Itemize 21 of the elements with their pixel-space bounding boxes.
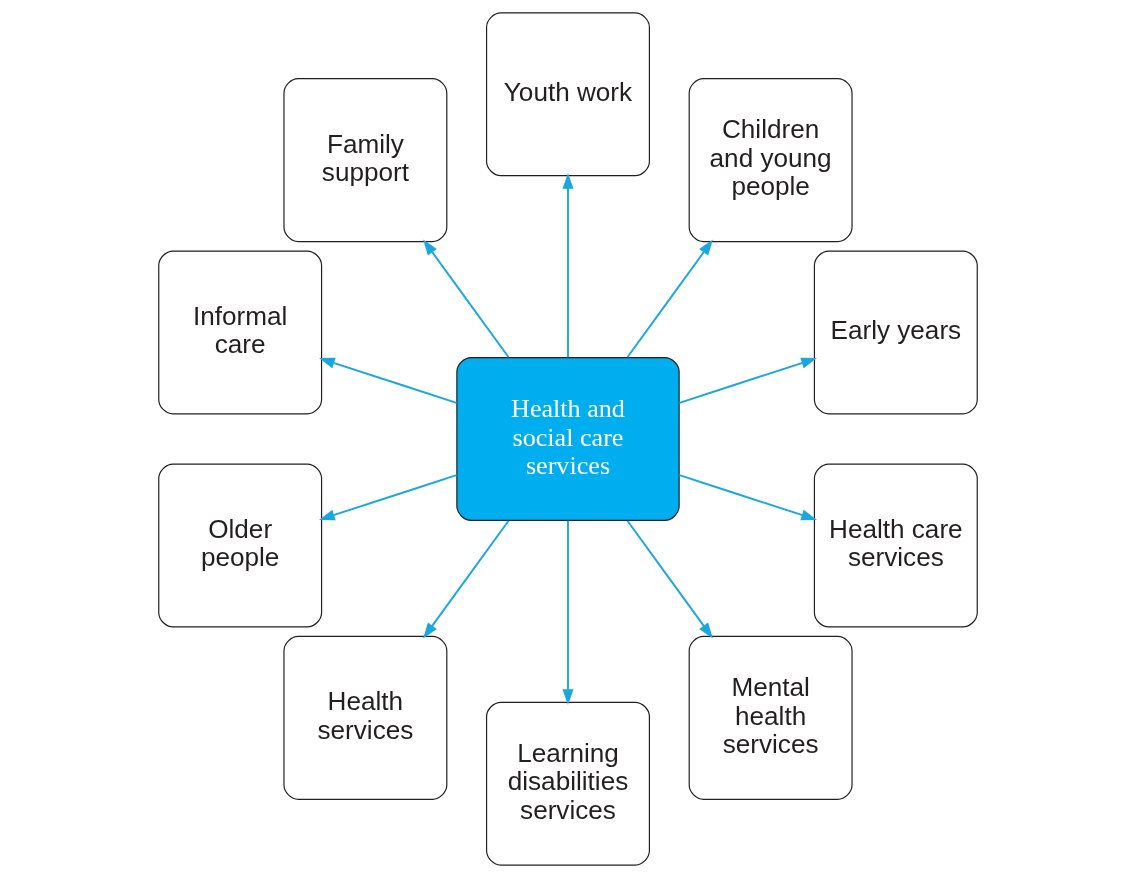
- node-box: Older people: [157, 463, 322, 628]
- node-box: Health and social care services: [455, 357, 680, 521]
- arrow: [625, 239, 713, 359]
- node-box: Mental health services: [688, 635, 853, 800]
- arrow: [625, 519, 713, 639]
- node-box: Informal care: [157, 250, 322, 415]
- node-box: Family support: [282, 78, 447, 243]
- arrow: [422, 519, 510, 639]
- arrow: [422, 239, 510, 359]
- arrow: [562, 173, 573, 359]
- node-box: Youth work: [485, 12, 650, 177]
- node-box: Children and young people: [688, 78, 853, 243]
- node-box: Learning disabilities services: [485, 701, 650, 866]
- arrow: [678, 474, 817, 521]
- arrow: [318, 474, 457, 521]
- arrow: [678, 357, 817, 404]
- arrow: [318, 357, 457, 404]
- arrow: [562, 519, 573, 705]
- node-box: Early years: [813, 250, 978, 415]
- node-box: Health services: [282, 635, 447, 800]
- node-box: Health care services: [813, 463, 978, 628]
